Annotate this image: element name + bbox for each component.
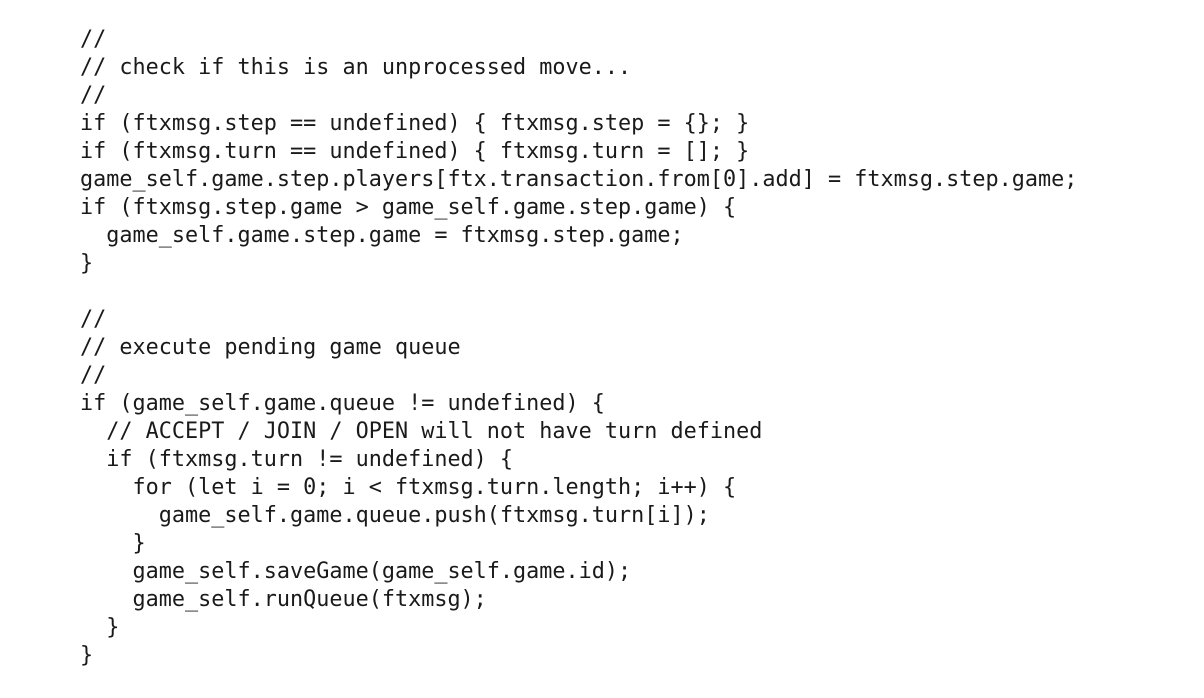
code-line: // bbox=[80, 83, 107, 108]
code-line: game_self.runQueue(ftxmsg); bbox=[80, 587, 487, 612]
code-block: // // check if this is an unprocessed mov… bbox=[80, 26, 1077, 670]
code-line: game_self.game.step.players[ftx.transact… bbox=[80, 167, 1078, 192]
code-line: } bbox=[80, 615, 120, 640]
code-line: game_self.game.step.game = ftxmsg.step.g… bbox=[80, 223, 684, 248]
code-line: // ACCEPT / JOIN / OPEN will not have tu… bbox=[80, 419, 763, 444]
code-line: if (ftxmsg.step.game > game_self.game.st… bbox=[80, 195, 737, 220]
code-line: if (game_self.game.queue != undefined) { bbox=[80, 391, 605, 416]
code-line: // bbox=[80, 27, 107, 52]
code-line: // bbox=[80, 363, 107, 388]
code-line bbox=[80, 278, 1077, 306]
code-line: if (ftxmsg.turn == undefined) { ftxmsg.t… bbox=[80, 139, 750, 164]
code-line: } bbox=[80, 251, 94, 276]
code-line: game_self.saveGame(game_self.game.id); bbox=[80, 559, 632, 584]
code-line: } bbox=[80, 643, 94, 668]
code-line: // bbox=[80, 307, 107, 332]
code-line: for (let i = 0; i < ftxmsg.turn.length; … bbox=[80, 475, 737, 500]
code-line: } bbox=[80, 531, 146, 556]
code-line: // execute pending game queue bbox=[80, 335, 461, 360]
code-line: game_self.game.queue.push(ftxmsg.turn[i]… bbox=[80, 503, 710, 528]
code-line: if (ftxmsg.step == undefined) { ftxmsg.s… bbox=[80, 111, 750, 136]
code-line: // check if this is an unprocessed move.… bbox=[80, 55, 632, 80]
code-line: if (ftxmsg.turn != undefined) { bbox=[80, 447, 514, 472]
